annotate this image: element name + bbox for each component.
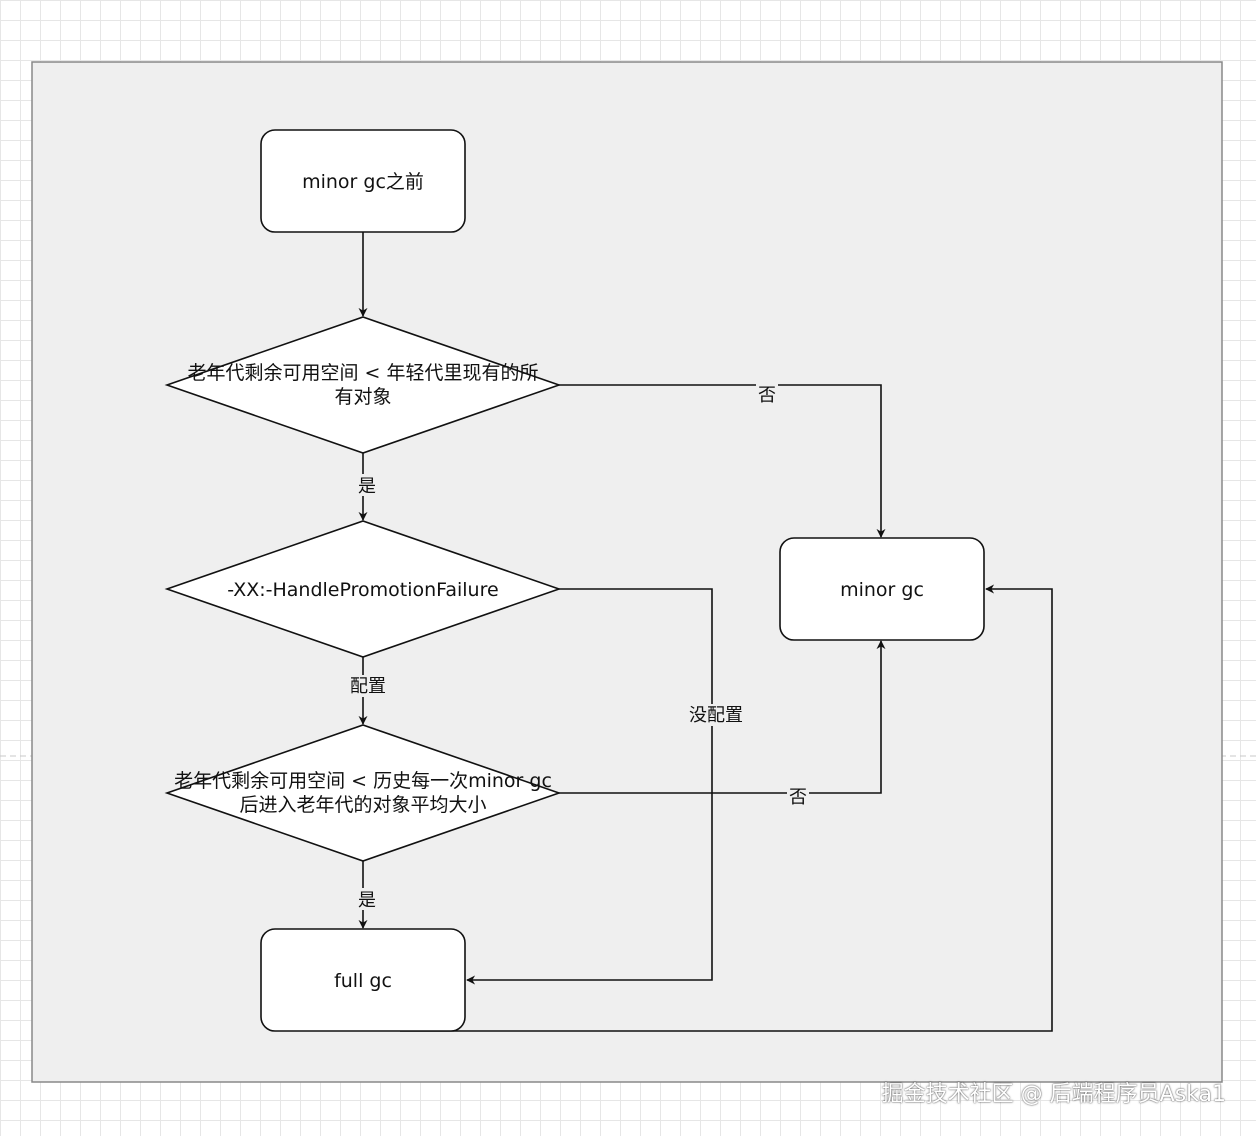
label-bg xyxy=(356,474,378,496)
node-cond3[interactable]: 老年代剩余可用空间 < 历史每一次minor gc 后进入老年代的对象平均大小 xyxy=(164,724,562,862)
node-cond2-label: -XX:-HandlePromotionFailure xyxy=(227,579,498,601)
node-cond1[interactable]: 老年代剩余可用空间 < 年轻代里现有的所 有对象 xyxy=(164,316,562,454)
node-minor-gc-shape[interactable] xyxy=(779,537,985,641)
diagram-panel xyxy=(31,61,1223,1083)
label-bg xyxy=(349,675,387,697)
edge-cond2-not-configured[interactable] xyxy=(466,588,713,985)
node-cond2-shape[interactable] xyxy=(164,520,562,658)
label-bg xyxy=(756,383,778,405)
node-full-gc-label: full gc xyxy=(334,970,392,992)
watermark-text: 掘金技术社区 @ 后端程序员Aska1 xyxy=(881,1082,1226,1107)
node-start-shape[interactable] xyxy=(260,129,466,233)
label-cond3-no: 否 xyxy=(789,787,807,808)
node-full-gc-shape[interactable] xyxy=(260,928,466,1032)
node-cond3-shape[interactable] xyxy=(164,724,562,862)
edge-cond1-no[interactable] xyxy=(557,384,886,538)
node-start[interactable]: minor gc之前 xyxy=(260,129,466,233)
label-cond2-configured: 配置 xyxy=(350,676,386,697)
node-cond1-shape[interactable] xyxy=(164,316,562,454)
node-cond1-label-line2: 有对象 xyxy=(334,386,391,408)
edge-fullgc-to-minorgc[interactable] xyxy=(400,584,1053,1032)
node-cond3-label-line2: 后进入老年代的对象平均大小 xyxy=(239,794,486,816)
label-bg xyxy=(356,888,378,910)
node-minor-gc-label: minor gc xyxy=(840,579,924,601)
node-full-gc[interactable]: full gc xyxy=(260,928,466,1032)
label-cond1-yes: 是 xyxy=(358,476,376,497)
label-cond1-no: 否 xyxy=(758,385,776,406)
label-cond3-yes: 是 xyxy=(358,890,376,911)
label-bg xyxy=(787,785,809,807)
node-cond3-label-line1: 老年代剩余可用空间 < 历史每一次minor gc xyxy=(174,770,552,792)
node-minor-gc[interactable]: minor gc xyxy=(779,537,985,641)
label-cond2-not-configured: 没配置 xyxy=(689,705,743,726)
node-cond2[interactable]: -XX:-HandlePromotionFailure xyxy=(164,520,562,658)
edge-cond3-no[interactable] xyxy=(557,640,886,794)
label-bg xyxy=(688,704,744,726)
node-cond1-label-line1: 老年代剩余可用空间 < 年轻代里现有的所 xyxy=(187,362,538,384)
node-start-label: minor gc之前 xyxy=(302,171,424,193)
